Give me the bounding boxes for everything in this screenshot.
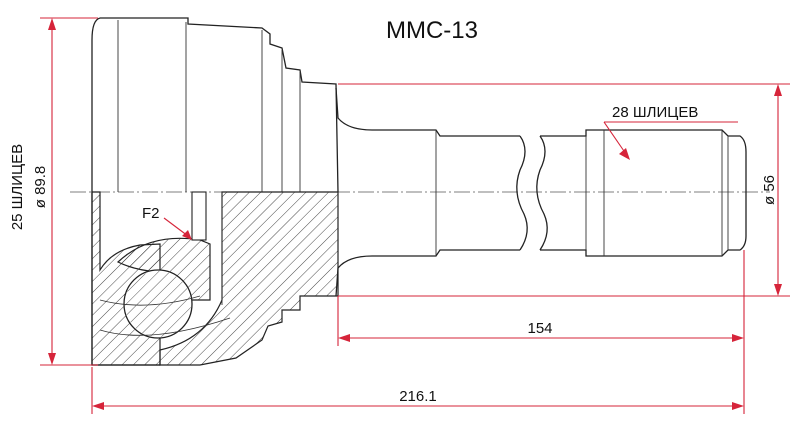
shaft-length-label: 154 (527, 320, 552, 337)
outer-splines-label: 25 ШЛИЦЕВ (9, 144, 26, 230)
housing-section-hatch-2 (159, 191, 339, 366)
shaft-break-right (536, 135, 548, 251)
outer-diameter-label: ø 89.8 (32, 166, 49, 209)
dim-total-arrow-left (92, 402, 104, 410)
dim-154-arrow-right (732, 334, 744, 342)
housing-left-edge (91, 17, 160, 366)
f2-arrow (182, 230, 192, 240)
f2-bolt (191, 191, 207, 241)
inner-splines-arrow (619, 148, 630, 160)
cage-line-2 (99, 295, 201, 306)
housing-outline (100, 17, 339, 193)
cage-line (99, 317, 231, 336)
inner-splines-leader (603, 121, 627, 155)
f2-label: F2 (142, 205, 160, 222)
inner-splines-label: 28 ШЛИЦЕВ (612, 104, 698, 121)
dim-right-arrow-bottom (774, 284, 782, 296)
dim-left-arrow-top (48, 18, 56, 30)
part-title: MMC-13 (386, 17, 478, 44)
dim-total-arrow-right (732, 402, 744, 410)
shaft-break-left (516, 135, 528, 251)
dim-right-arrow-top (774, 84, 782, 96)
dim-154-arrow-left (338, 334, 350, 342)
shaft-diameter-label: ø 56 (761, 175, 778, 205)
dim-left-arrow-bottom (48, 353, 56, 365)
f2-leader (163, 217, 189, 237)
total-length-label: 216.1 (399, 388, 437, 405)
shaft-upper-edge (335, 87, 520, 137)
shaft-right-section (540, 129, 747, 257)
shaft-lower-edge (335, 249, 520, 297)
